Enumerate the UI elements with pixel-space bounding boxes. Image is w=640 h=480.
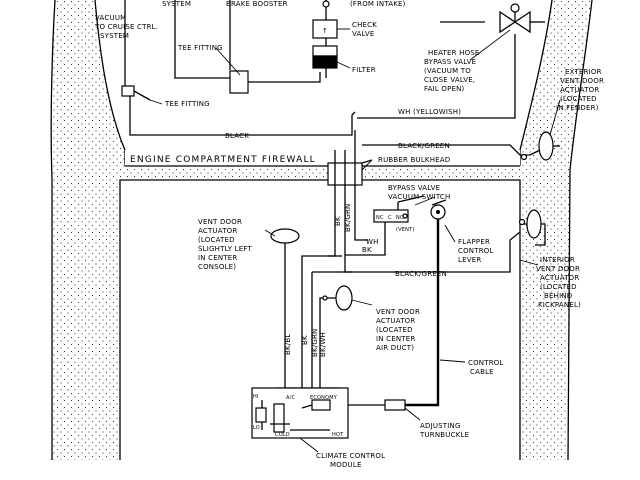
- label-tee-fitting-lower: TEE FITTING: [164, 100, 210, 108]
- label-filter: FILTER: [352, 66, 376, 74]
- labels: SYSTEM BRAKE BOOSTER (FROM INTAKE) VACUU…: [94, 0, 604, 469]
- label-int-vent-1: INTERIOR: [540, 256, 575, 264]
- label-vent-center-2: ACTUATOR: [376, 317, 415, 325]
- label-vent-left-3: (LOCATED: [198, 236, 235, 244]
- label-vent-center-1: VENT DOOR: [376, 308, 420, 316]
- label-heater-hose-2: BYPASS VALVE: [424, 58, 476, 66]
- label-module-lo: LO: [253, 425, 260, 431]
- label-firewall: ENGINE COMPARTMENT FIREWALL: [130, 155, 316, 165]
- label-wire-bk-grn: BK/GRN: [311, 329, 319, 357]
- label-wire-black-green-top: BLACK/GREEN: [398, 142, 450, 150]
- label-vacuum-cruise-1: VACUUM: [95, 14, 126, 22]
- label-int-vent-6: KICKPANEL): [538, 301, 581, 309]
- exterior-actuator-symbol: [538, 131, 554, 161]
- label-check-valve-1: CHECK: [352, 21, 377, 29]
- label-int-vent-3: ACTUATOR: [540, 274, 579, 282]
- label-heater-hose-1: HEATER HOSE: [428, 49, 480, 57]
- label-wire-bk: BK: [301, 335, 309, 345]
- label-tee-fitting-upper: TEE FITTING: [177, 44, 223, 52]
- label-heater-hose-3: (VACUUM TO: [424, 67, 471, 75]
- label-vent-center-5: AIR DUCT): [376, 344, 414, 352]
- svg-text:↑: ↑: [322, 27, 328, 35]
- label-system-top: SYSTEM: [162, 0, 191, 8]
- label-ext-vent-4: (LOCATED: [560, 95, 597, 103]
- filter-symbol-top: [312, 45, 338, 57]
- label-vacuum-cruise-2: TO CRUISE CTRL.: [94, 23, 158, 31]
- rubber-bulkhead-symbol: [327, 130, 373, 186]
- label-from-intake: (FROM INTAKE): [350, 0, 406, 8]
- label-adjusting-2: TURNBUCKLE: [419, 431, 469, 439]
- label-heater-hose-5: FAIL OPEN): [424, 85, 465, 93]
- left-vent-actuator-symbol: [270, 228, 300, 244]
- label-vent-left-6: CONSOLE): [198, 263, 236, 271]
- label-ext-vent-2: VENT DOOR: [560, 77, 604, 85]
- label-ext-vent-1: EXTERIOR: [565, 68, 602, 76]
- label-switch-c: C: [388, 215, 392, 221]
- label-switch-vent: (VENT): [396, 227, 414, 233]
- label-ext-vent-5: IN FENDER): [556, 104, 599, 112]
- center-vent-actuator-symbol: [335, 285, 353, 311]
- label-module-2: MODULE: [330, 461, 362, 469]
- label-flapper-3: LEVER: [458, 256, 481, 264]
- label-flapper-1: FLAPPER: [458, 238, 490, 246]
- label-bypass-switch-2: VACUUM SWITCH: [388, 193, 450, 201]
- label-flapper-2: CONTROL: [458, 247, 494, 255]
- turnbuckle-symbol: [384, 399, 406, 411]
- label-rubber-bulkhead: RUBBER BULKHEAD: [378, 156, 450, 164]
- leader-lines: [149, 28, 561, 453]
- label-adjusting-1: ADJUSTING: [420, 422, 461, 430]
- interior-actuator-symbol: [526, 209, 542, 239]
- bypass-vacuum-switch-symbol: [373, 209, 409, 223]
- label-brake-booster: BRAKE BOOSTER: [226, 0, 288, 8]
- label-vent-left-2: ACTUATOR: [198, 227, 237, 235]
- filter-symbol-bottom: [312, 55, 338, 69]
- label-wire-bk-bl: BK/BL: [284, 334, 292, 355]
- label-wire-black-top: BLACK: [225, 132, 249, 140]
- label-wire-wh-small: WH: [366, 238, 379, 246]
- label-module-economy: ECONOMY: [310, 395, 338, 401]
- climate-control-module: [251, 387, 406, 439]
- label-module-1: CLIMATE CONTROL: [316, 452, 385, 460]
- tee-fitting-lower-symbol: [121, 85, 135, 97]
- label-bypass-switch-1: BYPASS VALVE: [388, 184, 440, 192]
- label-heater-hose-4: CLOSE VALVE,: [424, 76, 475, 84]
- label-switch-nc: NC: [376, 215, 384, 221]
- label-control-cable-1: CONTROL: [468, 359, 504, 367]
- label-module-ac: A/C: [286, 395, 296, 401]
- label-control-cable-2: CABLE: [470, 368, 494, 376]
- label-vacuum-cruise-3: SYSTEM: [100, 32, 129, 40]
- label-wire-bk-wh: BK/WH: [319, 332, 327, 357]
- label-module-hi: HI: [253, 394, 259, 400]
- label-check-valve-2: VALVE: [352, 30, 374, 38]
- label-wire-black-green-mid: BLACK/GREEN: [395, 270, 447, 278]
- label-switch-no: NO: [396, 215, 404, 221]
- label-wire-bk-small: BK: [362, 246, 372, 254]
- label-wire-bk-grn-vert: BK/GRN: [344, 204, 352, 232]
- label-int-vent-4: (LOCATED: [540, 283, 577, 291]
- label-vent-left-4: SLIGHTLY LEFT: [198, 245, 252, 253]
- label-vent-center-3: (LOCATED: [376, 326, 413, 334]
- label-wire-wh-yellowish: WH (YELLOWISH): [398, 108, 461, 116]
- label-wire-bk-vert: BK: [334, 216, 342, 226]
- label-int-vent-2: VENT DOOR: [536, 265, 580, 273]
- top-vacuum-lines: ↑: [121, 0, 560, 161]
- interior-vacuum-lines: [270, 185, 546, 407]
- label-vent-left-5: IN CENTER: [198, 254, 237, 262]
- label-vent-left-1: VENT DOOR: [198, 218, 242, 226]
- label-module-cold: COLD: [275, 432, 290, 438]
- label-ext-vent-3: ACTUATOR: [560, 86, 599, 94]
- firewall-region: [50, 0, 593, 461]
- label-module-hot: HOT: [332, 432, 344, 438]
- label-vent-center-4: IN CENTER: [376, 335, 415, 343]
- label-int-vent-5: BEHIND: [544, 292, 572, 300]
